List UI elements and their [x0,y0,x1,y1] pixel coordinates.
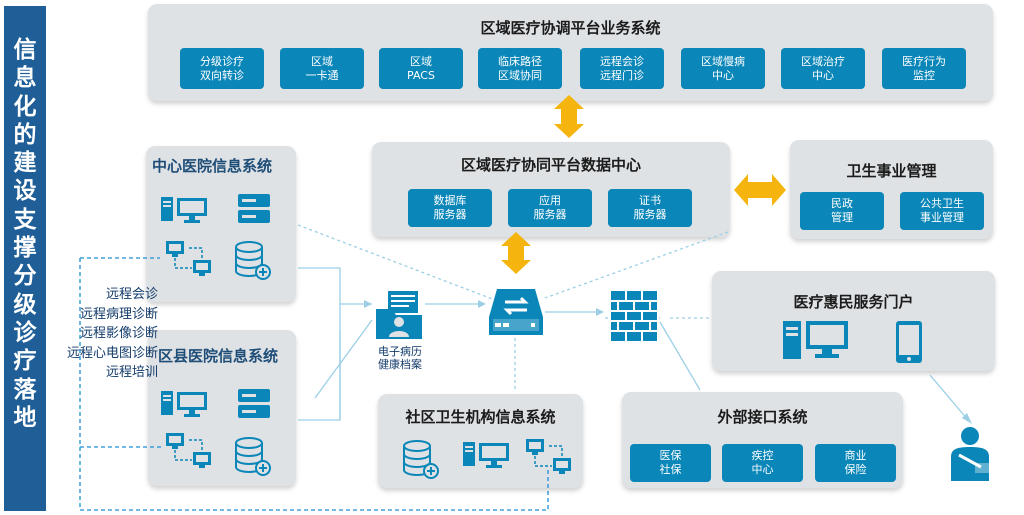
biz-btn-card[interactable]: 区域 一卡通 [280,48,364,89]
portal-panel: 医疗惠民服务门户 [712,271,995,371]
biz-btn-chronic[interactable]: 区域慢病 中心 [681,48,765,89]
desktop-computer-icon [160,195,212,229]
biz-btn-remote-consult[interactable]: 远程会诊 远程门诊 [580,48,664,89]
insurance-button[interactable]: 医保 社保 [630,444,711,482]
user-icon [945,425,995,487]
community-title: 社区卫生机构信息系统 [405,408,556,426]
external-title: 外部接口系统 [717,408,808,426]
ehr-label: 电子病历 健康档案 [378,345,422,371]
server-icon [237,388,271,424]
biz-btn-clinical-path[interactable]: 临床路径 区域协同 [478,48,562,89]
data-center-title: 区域医疗协同平台数据中心 [460,156,641,174]
sidebar-banner: 信 息 化 的 建 设 支 撑 分 级 诊 疗 落 地 [4,6,46,511]
remote-services-list: 远程会诊 远程病理诊断 远程影像诊断 远程心电图诊断 远程培训 [66,287,158,380]
server-icon [237,193,271,229]
biz-btn-referral[interactable]: 分级诊疗 双向转诊 [180,48,264,89]
commercial-insurance-button[interactable]: 商业 保险 [815,444,896,482]
desktop-computer-icon [462,440,514,474]
desktop-computer-icon [782,318,852,366]
top-panel-title: 区域医疗协调平台业务系统 [480,19,661,37]
network-icon [165,432,213,474]
tablet-icon [895,320,923,368]
data-exchange-hub-icon [487,287,545,343]
cert-server-button[interactable]: 证书 服务器 [608,189,692,227]
civil-affairs-button[interactable]: 民政 管理 [800,192,884,230]
database-add-icon [402,440,442,484]
network-icon [525,438,573,480]
database-add-icon [234,241,274,285]
public-health-button[interactable]: 公共卫生 事业管理 [900,192,984,230]
biz-btn-monitor[interactable]: 医疗行为 监控 [882,48,966,89]
central-hospital-title: 中心医院信息系统 [152,157,273,175]
health-mgmt-title: 卫生事业管理 [846,162,937,180]
sidebar-vertical-title: 信 息 化 的 建 设 支 撑 分 级 诊 疗 落 地 [13,37,37,431]
biz-btn-treatment[interactable]: 区域治疗 中心 [781,48,865,89]
app-server-button[interactable]: 应用 服务器 [508,189,592,227]
central-hospital-panel [146,146,296,302]
network-icon [165,240,213,282]
database-add-icon [234,437,274,481]
db-server-button[interactable]: 数据库 服务器 [408,189,492,227]
portal-title: 医疗惠民服务门户 [793,293,914,311]
biz-btn-pacs[interactable]: 区域 PACS [379,48,463,89]
county-hospital-title: 区县医院信息系统 [158,347,279,365]
firewall-icon [610,290,658,346]
desktop-computer-icon [160,389,212,423]
cdc-button[interactable]: 疾控 中心 [722,444,803,482]
ehr-folder-icon[interactable] [374,289,424,345]
